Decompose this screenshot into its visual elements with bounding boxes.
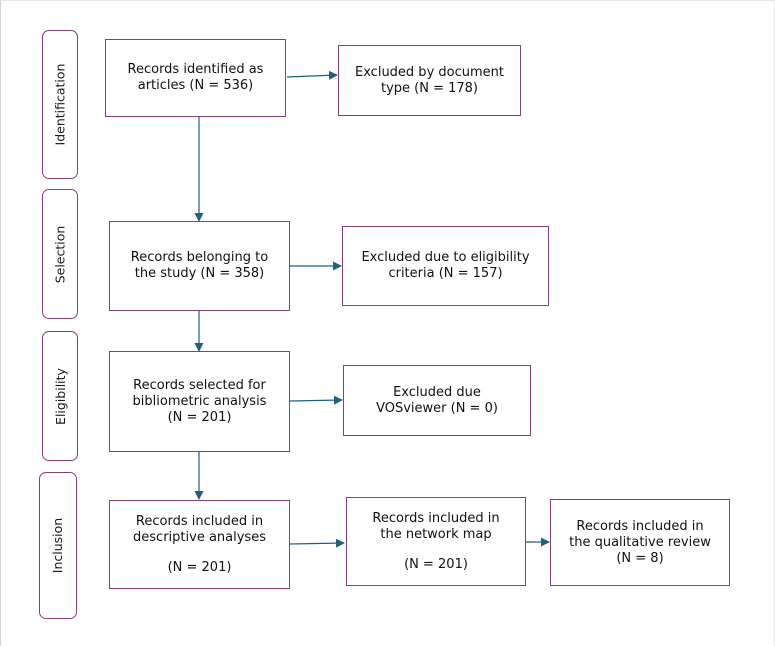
arrow-selected-to-excluded — [289, 395, 343, 405]
stage-selection: Selection — [42, 189, 78, 319]
arrow-descriptive-to-network — [289, 538, 345, 548]
box-text-line: (N = 201) — [167, 409, 232, 425]
box-text-line: Records included in — [372, 510, 500, 526]
box-text-line: articles (N = 536) — [137, 78, 254, 93]
arrow-identified-to-excluded — [286, 70, 338, 80]
stage-identification: Identification — [42, 30, 78, 179]
box-excluded-eligibility: Excluded due to eligibility criteria (N … — [342, 226, 549, 306]
box-text-line: the qualitative review — [569, 534, 711, 550]
box-text-line: VOSviewer (N = 0) — [376, 400, 498, 416]
box-text-line: (N = 8) — [616, 550, 664, 566]
box-text-line: Records included in — [576, 518, 704, 534]
box-text-line: Excluded by document — [355, 64, 504, 80]
box-records-descriptive: Records included in descriptive analyses… — [109, 500, 290, 589]
box-excluded-doctype: Excluded by document type (N = 178) — [338, 45, 521, 116]
box-text-line: descriptive analyses — [133, 529, 266, 545]
box-text-line: Records included in — [135, 513, 264, 529]
box-text-line: the network map — [380, 526, 492, 542]
box-text-line: type (N = 178) — [380, 80, 478, 96]
box-text-line: the study (N = 358) — [134, 266, 265, 281]
box-text-line: Excluded due to eligibility — [361, 250, 530, 265]
box-text-line: Records identified as — [127, 62, 264, 77]
box-text-line: bibliometric analysis — [132, 393, 267, 409]
box-records-network: Records included in the network map (N =… — [346, 497, 526, 586]
box-text-line: Records selected for — [133, 377, 266, 393]
box-text-line: Records belonging to — [130, 250, 269, 265]
box-text-line: (N = 201) — [404, 556, 468, 572]
box-records-identified: Records identified as articles (N = 536) — [105, 39, 286, 117]
box-excluded-vosviewer: Excluded due VOSviewer (N = 0) — [343, 365, 531, 436]
box-text-line: (N = 201) — [167, 559, 232, 575]
box-records-belonging: Records belonging to the study (N = 358) — [109, 221, 290, 311]
stage-inclusion: Inclusion — [39, 472, 77, 619]
box-records-qualitative: Records included in the qualitative revi… — [550, 499, 730, 586]
box-text-line: Excluded due — [393, 384, 481, 400]
box-text-line: criteria (N = 157) — [388, 266, 503, 281]
stage-eligibility: Eligibility — [42, 331, 78, 461]
box-records-selected: Records selected for bibliometric analys… — [109, 351, 290, 452]
